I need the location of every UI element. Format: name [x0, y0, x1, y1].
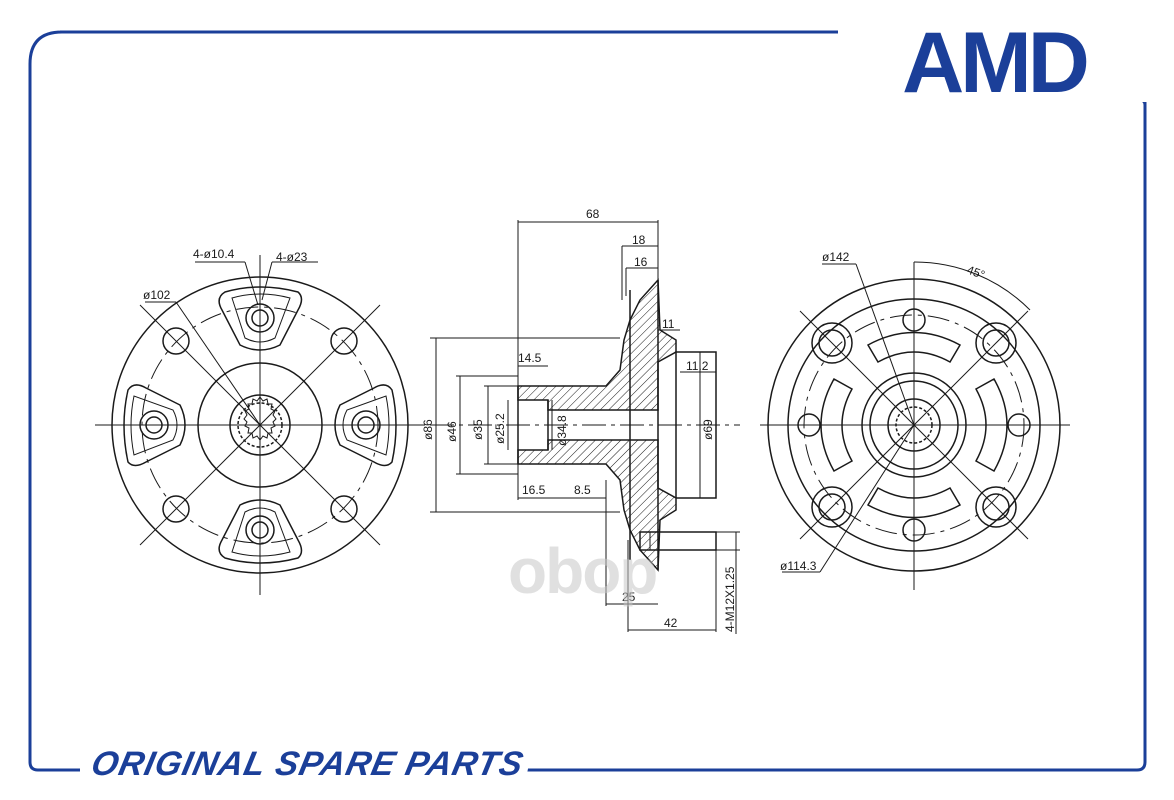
brand-logo: AMD: [838, 15, 1150, 111]
label-11-2: 11.2: [686, 359, 709, 373]
right-stud-hole-tr: [975, 322, 1017, 364]
watermark: obop: [508, 535, 658, 607]
left-hole-right: [351, 410, 381, 440]
section-stud: [639, 531, 717, 551]
footer-tagline: ORIGINAL SPARE PARTS: [81, 742, 534, 786]
left-leader-102-b: [175, 301, 261, 426]
right-angle-arc: [913, 261, 1031, 311]
right-leader-142-b: [855, 263, 915, 426]
left-small-hole-bl: [162, 495, 190, 523]
left-small-hole-tl: [162, 327, 190, 355]
left-hole-bottom: [245, 515, 275, 545]
left-hole-bottom-inner: [251, 521, 269, 539]
label-stud: 4-M12X1.25: [723, 566, 737, 632]
right-cutout-bottom: [866, 486, 962, 519]
right-stud-hole-bl: [811, 486, 853, 528]
label-42: 42: [664, 616, 678, 630]
right-stud-hole-tr-inner: [982, 329, 1010, 357]
left-hole-top: [245, 303, 275, 333]
left-boss-top: [218, 286, 303, 351]
label-11: 11: [662, 317, 675, 331]
left-boss-left: [123, 384, 186, 467]
label-25: 25: [622, 590, 636, 604]
right-cutout-top: [866, 331, 962, 364]
left-boss-right-inner: [342, 395, 390, 456]
right-stud-hole-br: [975, 486, 1017, 528]
left-hole-left-inner: [145, 416, 163, 434]
label-d35: ø35: [471, 419, 485, 440]
left-view: [95, 255, 425, 595]
section-view: [430, 278, 740, 572]
label-holes-large: 4-ø23: [276, 250, 308, 264]
section-dimensions: [430, 220, 740, 634]
label-holes-small: 4-ø10.4: [193, 247, 235, 261]
brand-logo-text: AMD: [902, 15, 1090, 111]
left-boss-right: [334, 384, 397, 467]
left-hole-right-inner: [357, 416, 375, 434]
label-d114-3: ø114.3: [780, 559, 817, 573]
left-leader-23-b: [261, 261, 273, 301]
label-16: 16: [634, 255, 648, 269]
label-d34-8: ø34.8: [555, 415, 569, 446]
section-body-upper: [517, 278, 677, 411]
label-14-5: 14.5: [518, 351, 542, 365]
right-stud-hole-tl-inner: [818, 329, 846, 357]
left-hole-left: [139, 410, 169, 440]
right-view: [760, 261, 1070, 590]
label-d86: ø86: [421, 419, 435, 440]
right-stud-hole-bl-inner: [818, 493, 846, 521]
label-d25-2: ø25.2: [493, 413, 507, 444]
label-68: 68: [586, 207, 600, 221]
right-cutout-right: [974, 377, 1008, 473]
label-d142: ø142: [822, 250, 850, 264]
left-boss-left-inner: [130, 395, 178, 456]
label-18: 18: [632, 233, 646, 247]
left-spline-teeth: [243, 396, 277, 441]
right-stud-hole-tl: [811, 322, 853, 364]
label-d46: ø46: [445, 421, 459, 442]
label-45: 45°: [965, 263, 987, 282]
label-pcd-left: ø102: [143, 288, 171, 302]
left-boss-bottom-inner: [231, 507, 291, 557]
right-leader-114-b: [819, 424, 915, 573]
left-small-hole-br: [330, 495, 358, 523]
left-leader-104-b: [244, 261, 259, 306]
left-hole-top-inner: [251, 309, 269, 327]
left-boss-bottom: [218, 499, 303, 564]
right-stud-hole-br-inner: [982, 493, 1010, 521]
label-16-5: 16.5: [522, 483, 546, 497]
label-8-5: 8.5: [574, 483, 591, 497]
left-small-hole-tr: [330, 327, 358, 355]
right-cutout-left: [820, 377, 854, 473]
left-boss-top-inner: [231, 293, 291, 343]
label-d69: ø69: [701, 419, 715, 440]
